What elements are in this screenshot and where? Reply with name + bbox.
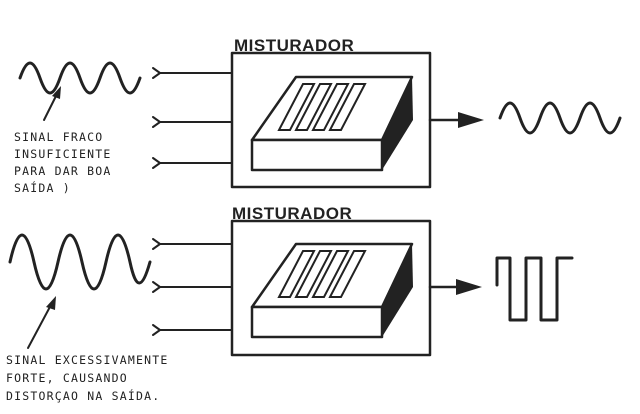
top-note-line: PARA DAR BOA: [14, 164, 111, 178]
strong-input-wave: [8, 233, 152, 291]
weak-output-wave: [498, 101, 622, 135]
bottom-note-arrowhead-icon: [46, 296, 56, 310]
top-note-line: SINAL FRACO: [14, 130, 103, 144]
top-panel: MISTURADOR: [14, 36, 622, 195]
bottom-input-lines: [152, 238, 233, 336]
bottom-panel: MISTURADOR: [6, 204, 574, 403]
top-note: SINAL FRACO INSUFICIENTE PARA DAR BOA SA…: [14, 130, 120, 195]
weak-input-wave: [18, 61, 142, 95]
bottom-note: SINAL EXCESSIVAMENTE FORTE, CAUSANDO DIS…: [6, 353, 177, 403]
top-mixer-title: MISTURADOR: [234, 36, 354, 55]
top-note-line: INSUFICIENTE: [14, 147, 111, 161]
bottom-note-line: SINAL EXCESSIVAMENTE: [6, 353, 168, 367]
top-note-arrowhead-icon: [52, 86, 61, 99]
distorted-output-wave: [495, 256, 574, 322]
top-note-line: SAÍDA ): [14, 180, 71, 195]
top-mixer-console: [250, 75, 414, 172]
bottom-note-line: FORTE, CAUSANDO: [6, 371, 128, 385]
bottom-note-pointer: [27, 302, 53, 349]
top-input-lines: [152, 67, 233, 169]
bottom-output-arrow-icon: [456, 279, 482, 295]
bottom-mixer-title: MISTURADOR: [232, 204, 352, 223]
bottom-note-line: DISTORÇAO NA SAÍDA.: [6, 388, 160, 403]
bottom-mixer-console: [250, 242, 414, 339]
top-output-arrow-icon: [458, 112, 484, 128]
